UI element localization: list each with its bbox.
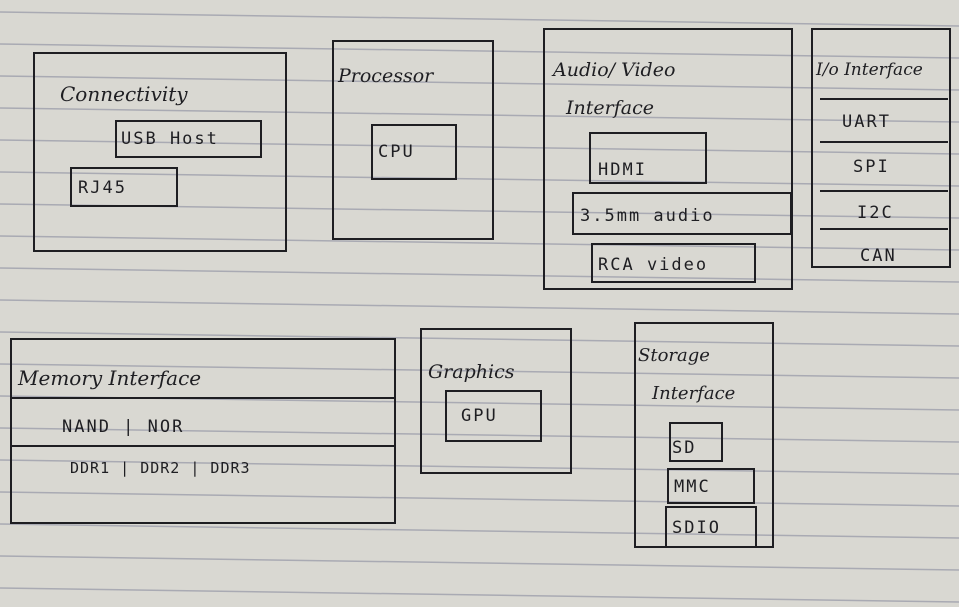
connectivity-block (33, 52, 287, 252)
ruled-line (0, 331, 959, 347)
rca-video-label: RCA video (598, 255, 709, 275)
ruled-line (0, 587, 959, 603)
audio-3-5mm-label: 3.5mm audio (580, 206, 715, 226)
ruled-line (0, 107, 959, 123)
sdio-label: SDIO (672, 518, 721, 538)
io-divider-4 (820, 228, 948, 230)
sd-box (669, 422, 723, 462)
ruled-line (0, 427, 959, 443)
ruled-line (0, 267, 959, 283)
io-divider-3 (820, 190, 948, 192)
ruled-line (0, 299, 959, 315)
memory-divider-2 (12, 445, 394, 447)
audio-video-title-line1: Audio/ Video (553, 59, 676, 81)
io-divider-1 (820, 98, 948, 100)
rj45-box (70, 167, 178, 207)
sd-label: SD (672, 438, 697, 458)
mmc-label: MMC (674, 477, 711, 497)
ruled-line (0, 235, 959, 251)
io-can-label: CAN (860, 246, 897, 266)
cpu-box (371, 124, 457, 180)
hdmi-label: HDMI (598, 160, 647, 180)
audio-video-block (543, 28, 793, 290)
storage-title-line1: Storage (638, 345, 710, 366)
ruled-line (0, 459, 959, 475)
connectivity-title: Connectivity (60, 82, 188, 106)
io-interface-title: I/o Interface (816, 60, 923, 80)
memory-interface-title: Memory Interface (18, 366, 202, 390)
graphics-title: Graphics (428, 361, 515, 383)
memory-nand-nor-label: NAND | NOR (62, 417, 185, 437)
ruled-line (0, 43, 959, 59)
memory-interface-block (10, 338, 396, 524)
gpu-label: GPU (461, 406, 498, 426)
ruled-line (0, 523, 959, 539)
usb-host-box (115, 120, 262, 158)
audio-video-title-line2: Interface (566, 97, 654, 119)
usb-host-label: USB Host (121, 129, 219, 149)
rj45-label: RJ45 (78, 178, 127, 198)
ruled-line (0, 491, 959, 507)
audio-3-5mm-box (572, 192, 792, 235)
io-uart-label: UART (842, 112, 891, 132)
cpu-label: CPU (378, 142, 415, 162)
ruled-line (0, 75, 959, 91)
processor-title: Processor (338, 65, 434, 87)
mmc-box (667, 468, 755, 504)
processor-block (332, 40, 494, 240)
gpu-box (445, 390, 542, 442)
storage-title-line2: Interface (652, 383, 736, 404)
ruled-line (0, 171, 959, 187)
memory-ddr-label: DDR1 | DDR2 | DDR3 (70, 459, 251, 477)
ruled-line (0, 555, 959, 571)
graphics-block (420, 328, 572, 474)
memory-divider-1 (12, 397, 394, 399)
ruled-line (0, 139, 959, 155)
io-spi-label: SPI (853, 157, 890, 177)
rca-video-box (591, 243, 756, 283)
hdmi-box (589, 132, 707, 184)
sdio-box (665, 506, 757, 548)
io-interface-block (811, 28, 951, 268)
ruled-line (0, 11, 959, 27)
ruled-line (0, 363, 959, 379)
io-divider-2 (820, 141, 948, 143)
io-i2c-label: I2C (857, 203, 894, 223)
ruled-lines (0, 11, 959, 603)
